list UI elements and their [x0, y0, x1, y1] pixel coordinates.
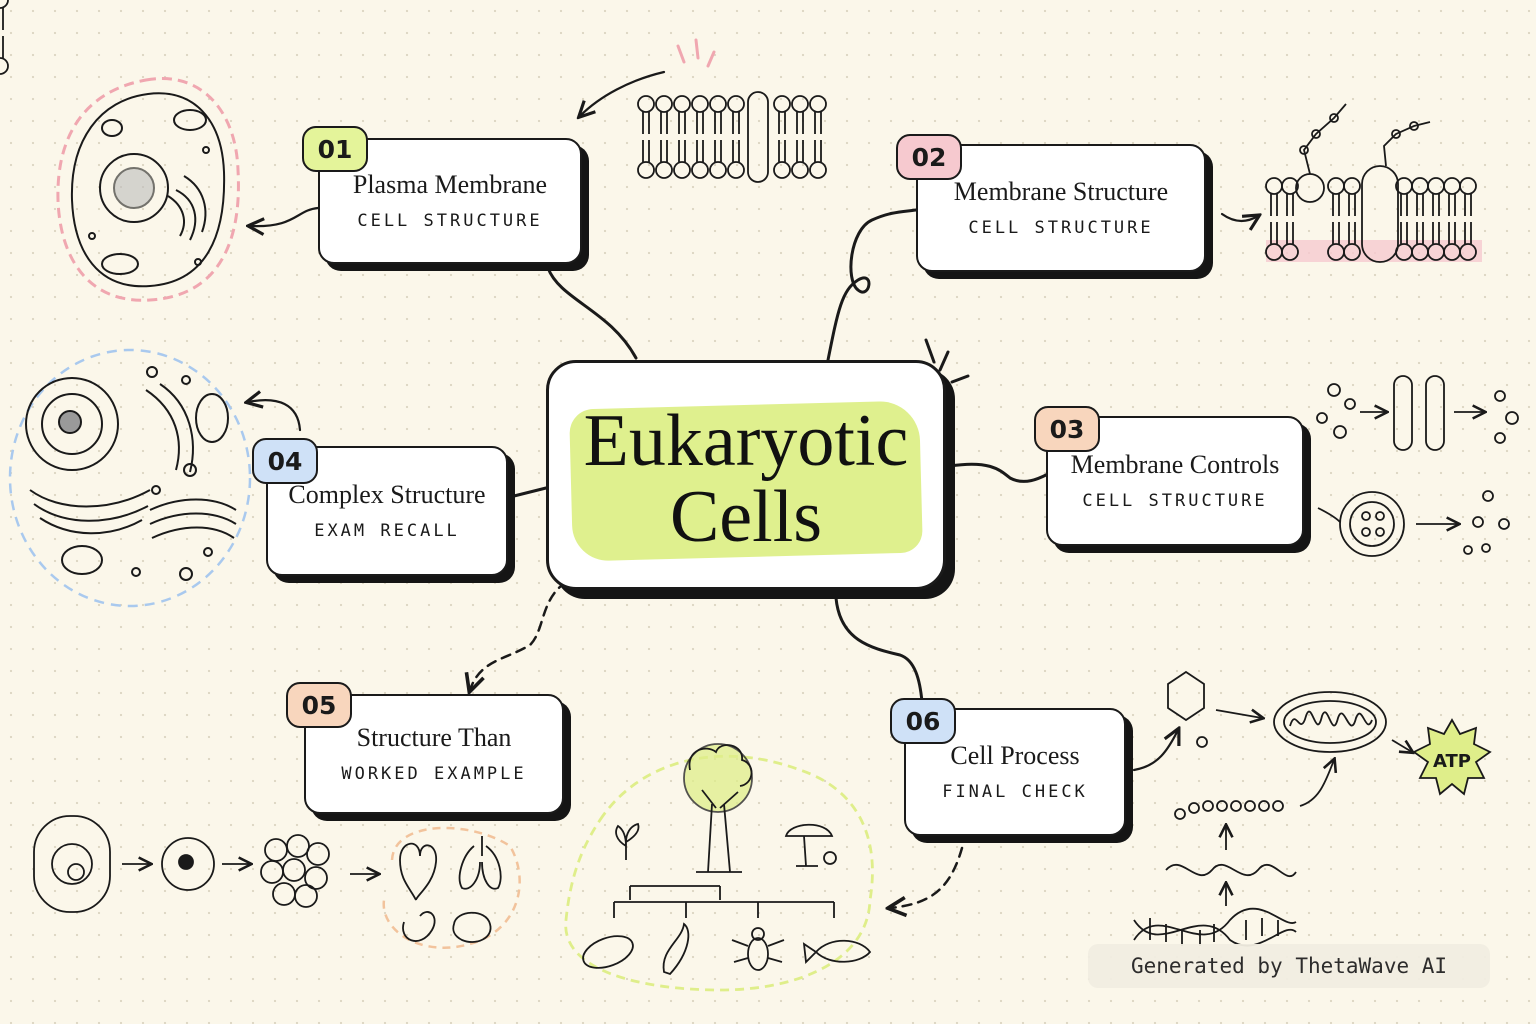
node-title: Cell Process: [950, 740, 1080, 770]
connector-04: [512, 486, 548, 498]
node-tag: EXAM RECALL: [314, 521, 460, 542]
node-badge-02: 02: [896, 134, 962, 180]
central-topic: Eukaryotic Cells: [546, 360, 946, 590]
node-badge-01: 01: [302, 126, 368, 172]
node-title: Membrane Controls: [1070, 449, 1280, 479]
arrow-06-to-tree: [890, 846, 964, 908]
node-number: 03: [1049, 414, 1085, 444]
tree-of-life-icon: [564, 743, 874, 992]
node-tag: FINAL CHECK: [942, 782, 1088, 803]
node-badge-06: 06: [890, 698, 956, 744]
arrow-04-to-cell: [248, 400, 302, 432]
membrane-protein-icon: [1265, 103, 1482, 263]
connector-01: [546, 266, 638, 360]
node-card-04[interactable]: Complex Structure EXAM RECALL: [266, 446, 508, 576]
channel-transport-icon: [1316, 375, 1519, 451]
node-title: Membrane Structure: [953, 176, 1169, 206]
node-tag: CELL STRUCTURE: [968, 218, 1154, 239]
node-title: Complex Structure: [288, 479, 486, 509]
node-number: 01: [317, 134, 353, 164]
node-tag: CELL STRUCTURE: [1082, 491, 1268, 512]
spark-membrane-icon: [676, 38, 716, 68]
node-badge-05: 05: [286, 682, 352, 728]
arrow-01-to-cell: [250, 206, 320, 226]
connector-02: [826, 208, 918, 362]
cell-differentiation-icon: [33, 815, 521, 949]
node-number: 04: [267, 446, 303, 476]
connector-05: [470, 580, 568, 690]
generated-by-note: Generated by ThetaWave AI: [1088, 944, 1490, 988]
node-tag: WORKED EXAMPLE: [341, 764, 527, 785]
connector-03: [948, 462, 1050, 483]
atp-label: ATP: [1433, 751, 1471, 772]
arrow-to-membrane-01: [580, 70, 666, 116]
arrow-02-to-membrane: [1220, 212, 1258, 221]
protein-synthesis-icon: [1133, 760, 1334, 947]
node-badge-04: 04: [252, 438, 318, 484]
node-number: 02: [911, 142, 947, 172]
connector-06: [834, 596, 924, 704]
node-number: 06: [905, 706, 941, 736]
complex-cell-icon: [8, 348, 252, 608]
node-tag: CELL STRUCTURE: [357, 211, 543, 232]
node-card-03[interactable]: Membrane Controls CELL STRUCTURE: [1046, 416, 1304, 546]
node-number: 05: [301, 690, 337, 720]
mitochondrion-icon: [1273, 691, 1412, 752]
vesicle-transport-icon: [1317, 490, 1510, 557]
animal-cell-icon: [56, 77, 240, 302]
phospholipid-bilayer-icon: [0, 0, 827, 183]
node-title: Structure Than: [356, 722, 512, 752]
atp-burst-icon: [1412, 718, 1492, 796]
node-badge-03: 03: [1034, 406, 1100, 452]
central-title: Eukaryotic Cells: [549, 403, 943, 555]
central-title-line2: Cells: [669, 476, 823, 558]
arrow-06-to-hexagon: [1132, 730, 1178, 772]
glucose-hexagon-icon: [1167, 670, 1262, 748]
node-title: Plasma Membrane: [352, 169, 548, 199]
node-card-02[interactable]: Membrane Structure CELL STRUCTURE: [916, 144, 1206, 272]
central-title-line1: Eukaryotic: [583, 400, 909, 482]
